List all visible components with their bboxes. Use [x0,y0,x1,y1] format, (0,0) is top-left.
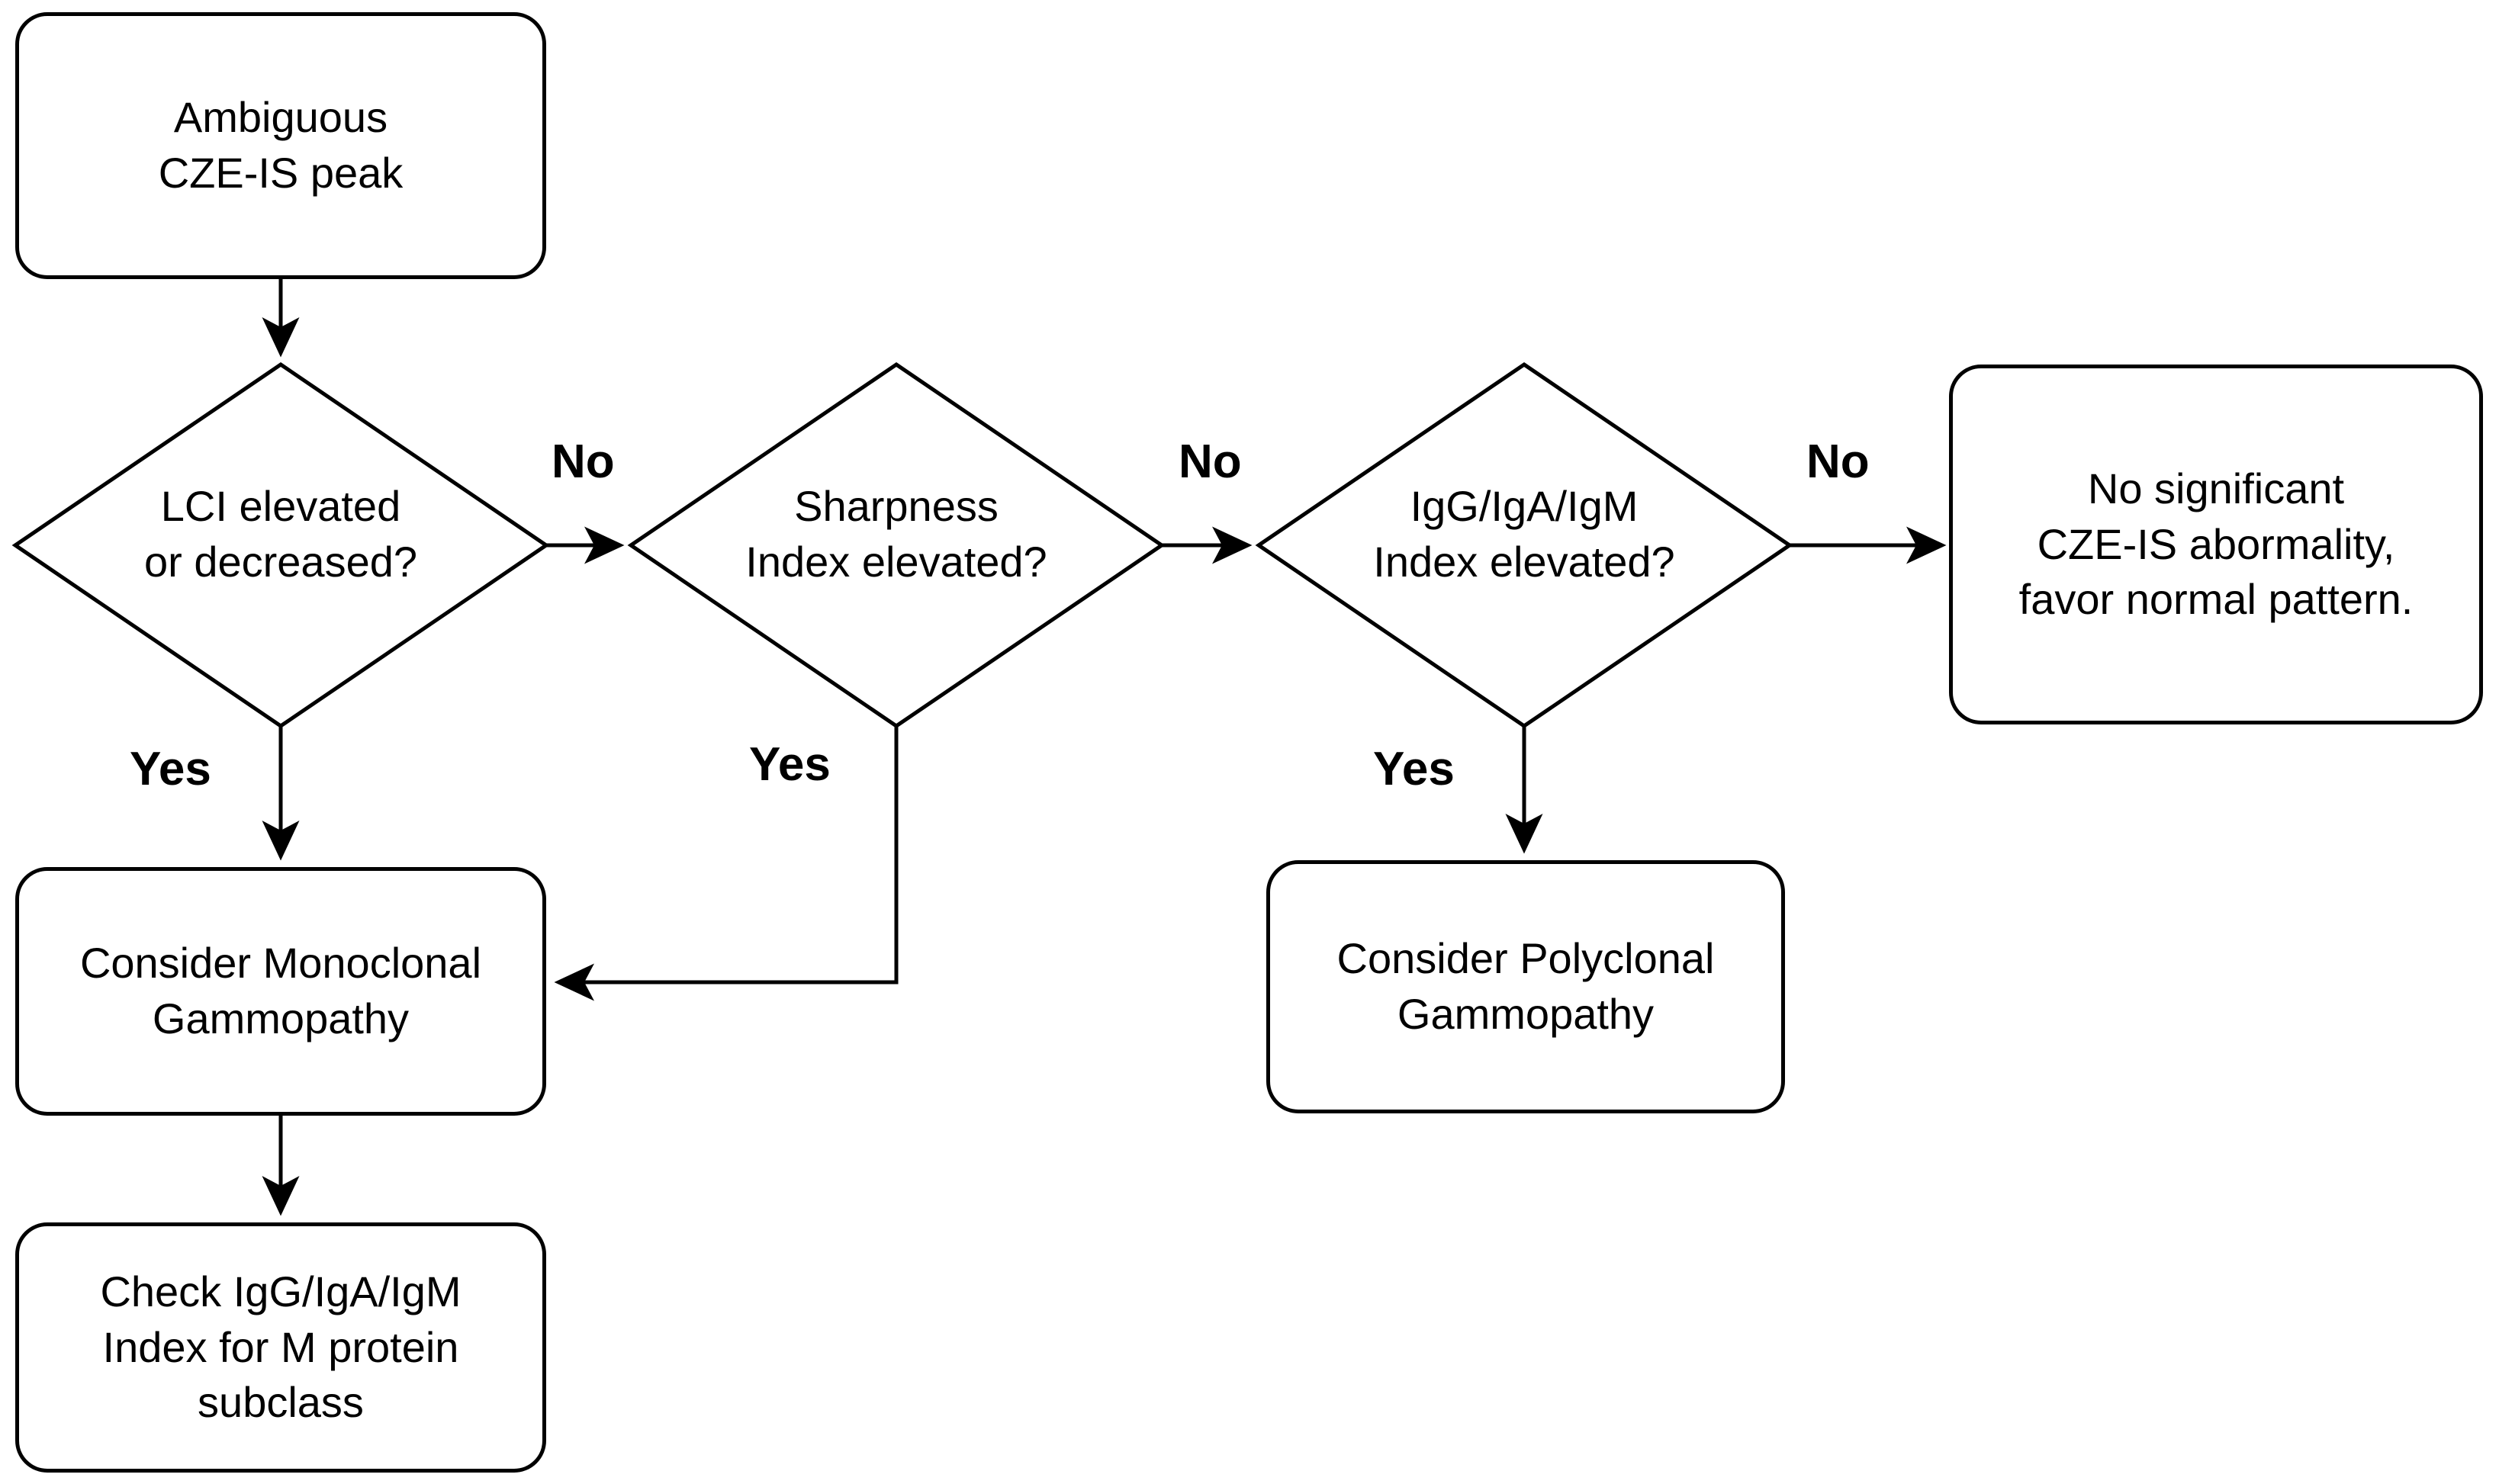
diamond-lci-label: LCI elevated or decreased? [143,482,417,586]
edge-label-lci-no: No [552,435,615,488]
edge-label-ig-yes: Yes [1373,743,1455,795]
start-node-ambiguous-peak[interactable]: Ambiguous CZE-IS peak [15,12,546,279]
edge-label-sharpness-yes: Yes [749,738,831,791]
edge-label-sharpness-no: No [1179,435,1242,488]
outcome-node-polyclonal-gammopathy[interactable]: Consider Polyclonal Gammopathy [1266,860,1785,1113]
diamond-sharpness-label: Sharpness Index elevated? [745,482,1047,586]
diamond-ig-index-label: IgG/IgA/IgM Index elevated? [1373,482,1675,586]
action-node-check-ig-subclass[interactable]: Check IgG/IgA/IgM Index for M protein su… [15,1222,546,1473]
edge-sharpness-yes-to-monoclonal [554,726,899,1001]
edge-label-lci-yes: Yes [130,743,211,795]
edge-label-ig-no: No [1806,435,1870,488]
outcome-node-no-significant-abnormality[interactable]: No significant CZE-IS abormality, favor … [1949,365,2483,724]
outcome-node-monoclonal-gammopathy[interactable]: Consider Monoclonal Gammopathy [15,867,546,1116]
